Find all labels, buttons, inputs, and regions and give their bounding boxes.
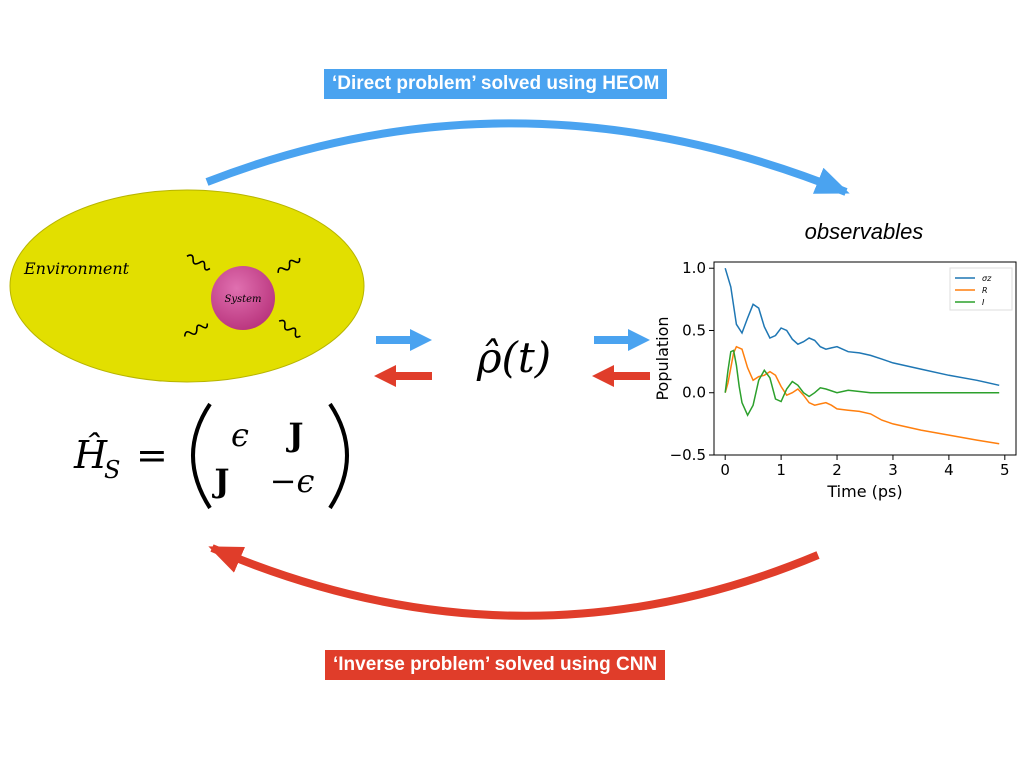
wavy-coupling-icon bbox=[183, 323, 209, 337]
legend-box bbox=[949, 267, 1013, 311]
wavy-coupling-icon bbox=[277, 257, 301, 273]
environment-ellipse bbox=[9, 189, 365, 383]
x-tick-label: 3 bbox=[888, 461, 898, 479]
observables-label: observables bbox=[805, 219, 924, 244]
y-tick-label: 0.0 bbox=[682, 384, 706, 402]
series-line-I bbox=[724, 349, 1000, 417]
right-exchange-arrows bbox=[592, 329, 650, 387]
x-tick-label: 1 bbox=[776, 461, 786, 479]
matrix-element-21: J bbox=[211, 462, 229, 500]
y-tick-label: 1.0 bbox=[682, 259, 706, 277]
left-exchange-arrows bbox=[374, 329, 432, 387]
x-tick-label: 0 bbox=[720, 461, 730, 479]
hamiltonian-symbol: Ĥ bbox=[73, 433, 108, 477]
x-tick-label: 4 bbox=[944, 461, 954, 479]
x-tick-label: 2 bbox=[832, 461, 842, 479]
y-tick-label: 0.5 bbox=[682, 321, 706, 339]
wavy-coupling-icon bbox=[186, 254, 211, 271]
legend-label: R bbox=[982, 286, 988, 295]
inverse-arc-arrow bbox=[208, 544, 820, 620]
density-matrix-symbol: ρ̂(t) bbox=[476, 333, 551, 382]
plot-frame bbox=[713, 261, 1017, 456]
series-line-R bbox=[724, 345, 1000, 445]
inverse-problem-banner: ‘Inverse problem’ solved using CNN bbox=[325, 650, 666, 680]
wavy-coupling-icon bbox=[278, 319, 301, 338]
matrix-element-12: J bbox=[285, 416, 303, 454]
legend-label: I bbox=[982, 298, 985, 307]
system-label: System bbox=[224, 294, 261, 305]
direct-problem-banner: ‘Direct problem’ solved using HEOM bbox=[324, 69, 668, 99]
system-sphere bbox=[211, 266, 275, 330]
x-axis-label: Time (ps) bbox=[826, 482, 902, 501]
x-tick-label: 5 bbox=[1000, 461, 1010, 479]
environment-label: Environment bbox=[23, 259, 130, 278]
matrix-element-22: −ϵ bbox=[270, 462, 315, 500]
matrix-element-11: ϵ bbox=[231, 416, 249, 454]
hamiltonian-subscript: S bbox=[104, 456, 120, 484]
right-paren bbox=[328, 402, 349, 510]
hamiltonian-equation: Ĥ S = ϵ J J −ϵ bbox=[73, 402, 349, 510]
y-tick-label: −0.5 bbox=[670, 446, 706, 464]
legend-label: σz bbox=[982, 274, 992, 283]
y-axis-label: Population bbox=[653, 316, 672, 400]
left-paren bbox=[191, 402, 212, 510]
direct-arc-arrow bbox=[205, 119, 850, 196]
equals-sign: = bbox=[136, 433, 168, 477]
series-line-σz bbox=[724, 267, 1000, 387]
